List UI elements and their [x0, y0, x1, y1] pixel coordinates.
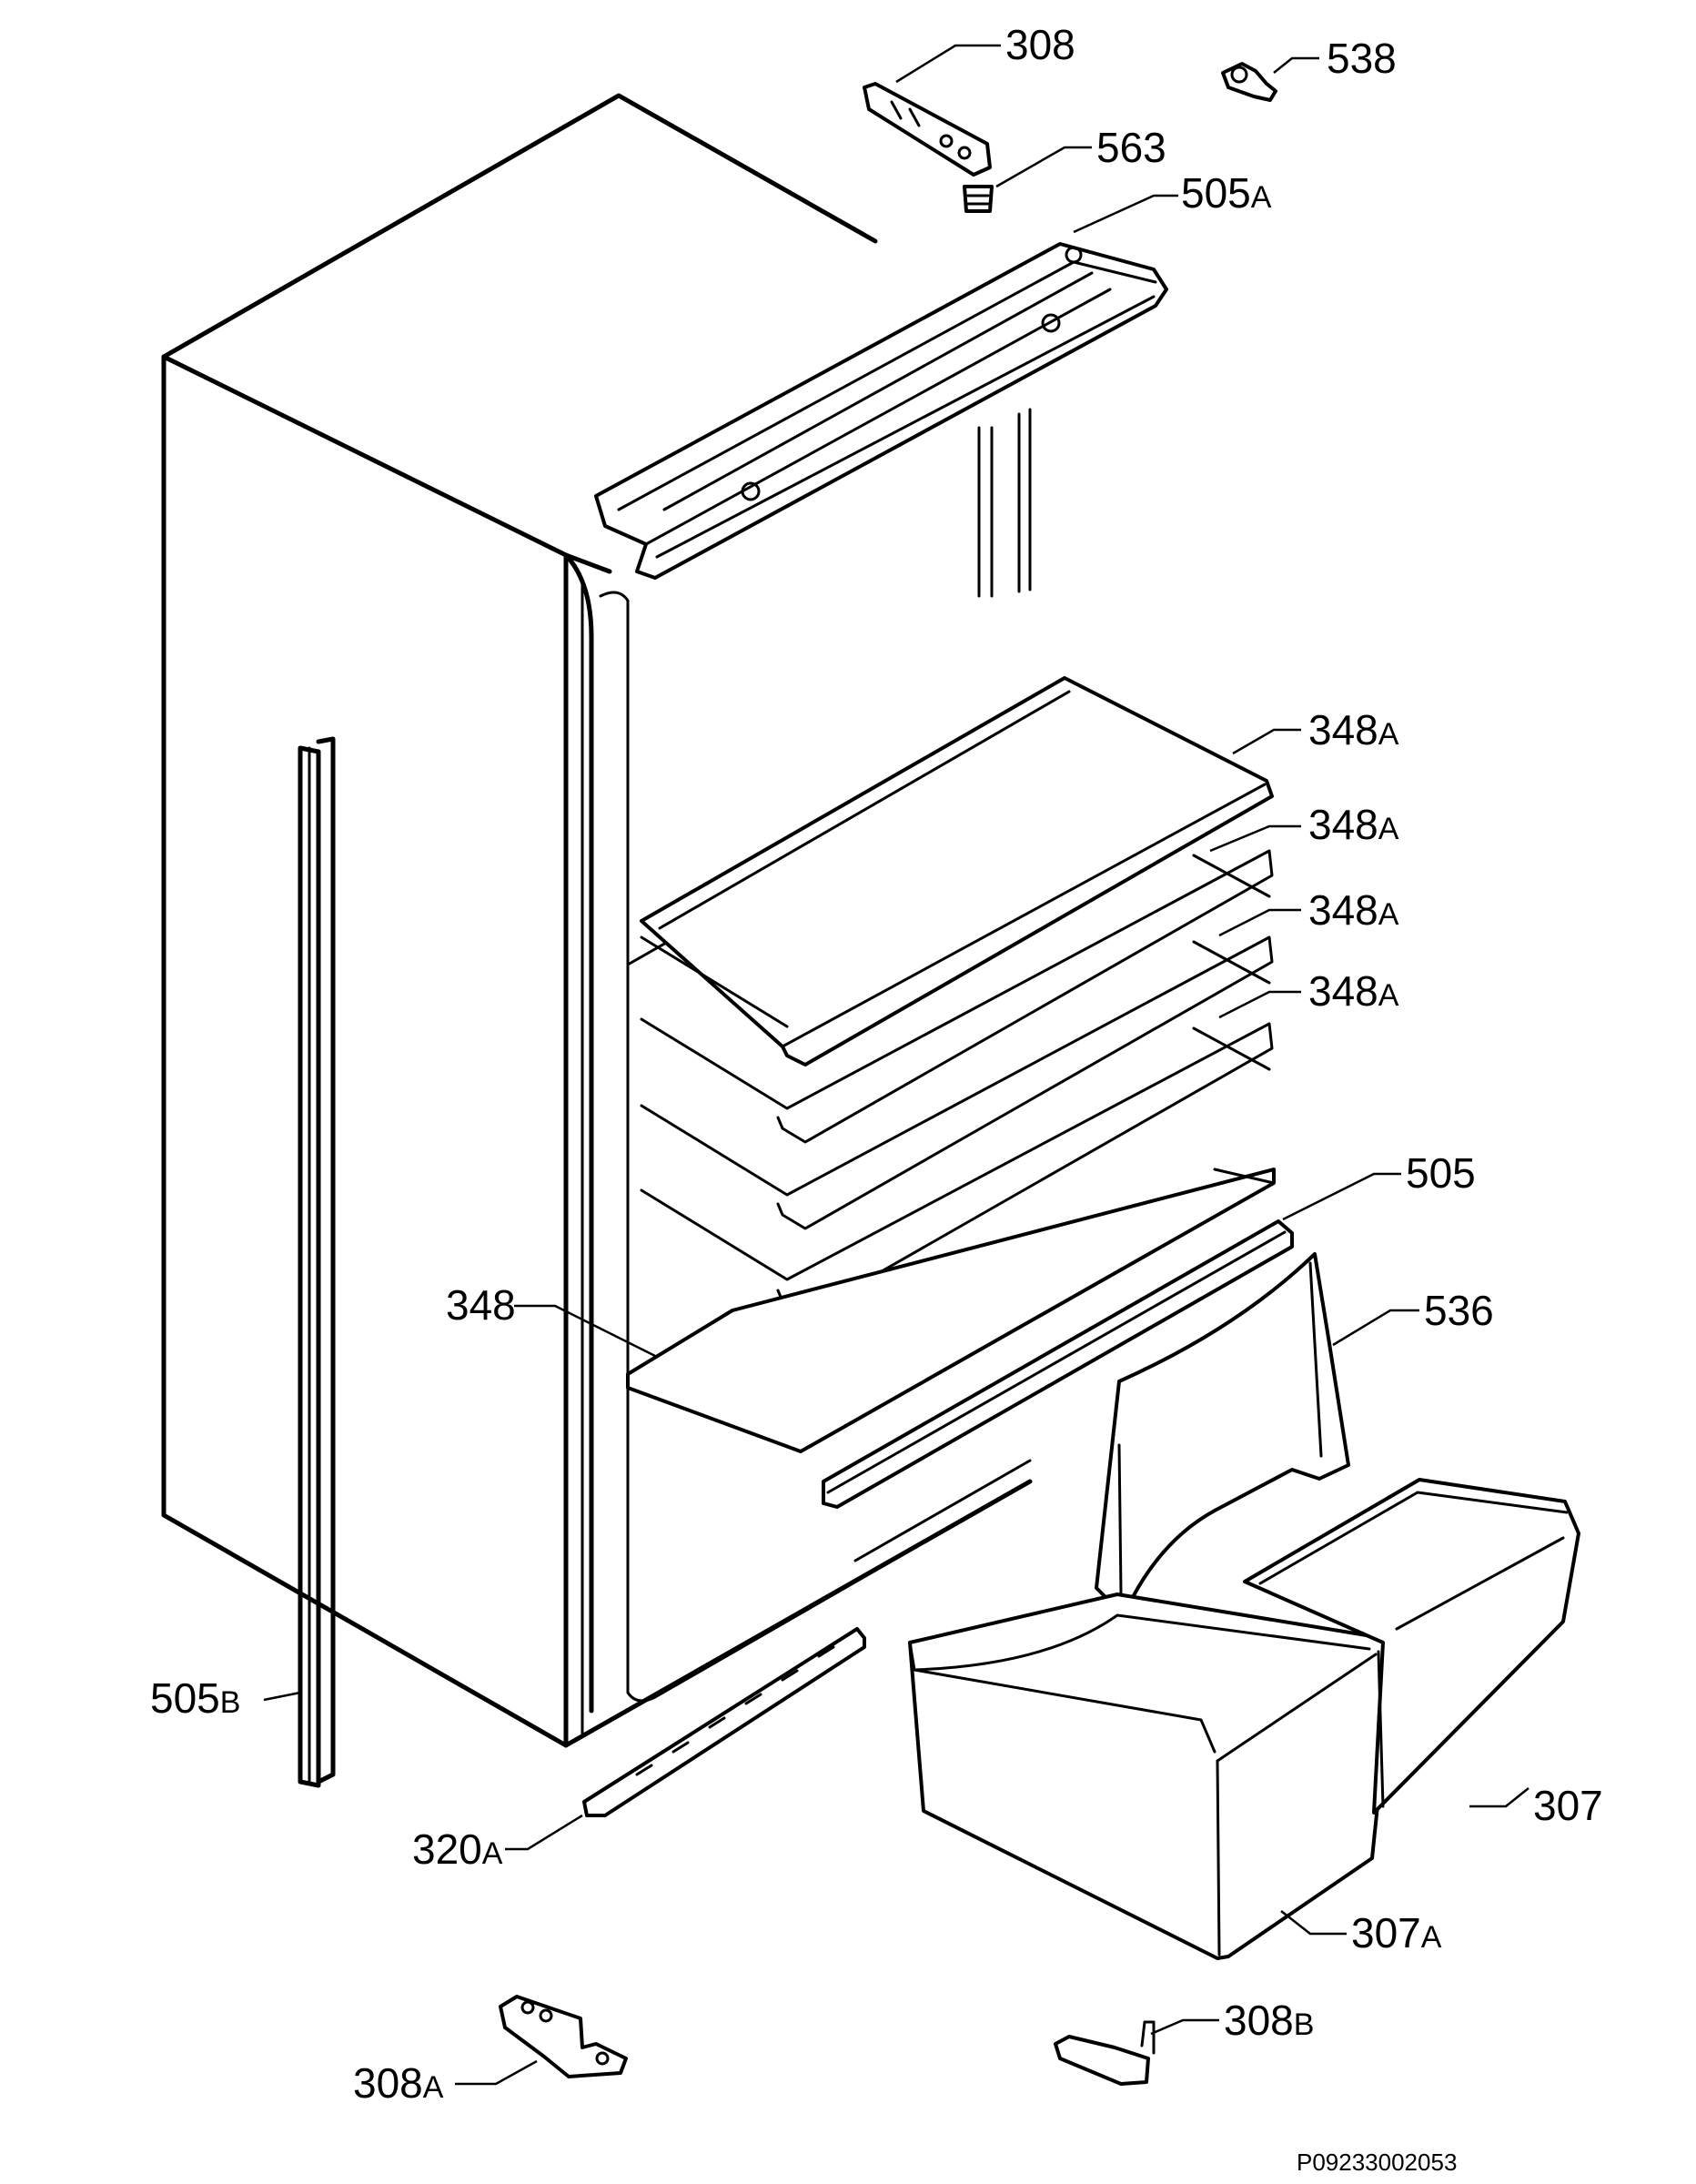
door-bin-307: [1243, 1478, 1580, 1815]
document-id: P09233002053: [1297, 2149, 1457, 2176]
glass-shelf-348: [626, 1168, 1276, 1453]
door-seal-505b: [298, 736, 336, 1788]
seal-strip-505: [822, 1219, 1294, 1509]
hinge-308b: [1054, 2020, 1156, 2086]
label-505: 505: [1406, 1149, 1476, 1197]
vent-grille-320a: [582, 1627, 866, 1817]
label-348a-4: 348A: [1308, 967, 1399, 1015]
glass-shelf-348a-1: [640, 676, 1274, 1067]
callout-labels: 308 538 563 505A 348A 348A 348A 348A 505…: [150, 21, 1603, 2107]
leader-lines: [263, 44, 1529, 2086]
label-308b: 308B: [1224, 1997, 1314, 2044]
label-307: 307: [1533, 1782, 1603, 1829]
label-348: 348: [446, 1281, 516, 1329]
label-538: 538: [1327, 35, 1397, 82]
label-320a: 320A: [412, 1825, 503, 1873]
top-hinge-308: [863, 82, 992, 177]
bottom-hinge-308a: [499, 1995, 628, 2078]
label-348a-3: 348A: [1308, 886, 1399, 934]
label-308: 308: [1005, 21, 1075, 68]
label-505a: 505A: [1181, 169, 1272, 217]
glass-shelf-348a-3: [640, 935, 1274, 1230]
label-308a: 308A: [353, 2059, 444, 2107]
hinge-pin-563: [963, 185, 994, 213]
top-rail-505a: [594, 242, 1168, 580]
label-307a: 307A: [1351, 1909, 1442, 1956]
label-563: 563: [1096, 124, 1166, 171]
door-bin-307a: [908, 1592, 1394, 1960]
divider-536: [1095, 1252, 1350, 1605]
cabinet-body: [161, 93, 1033, 1748]
label-348a-1: 348A: [1308, 706, 1399, 753]
label-536: 536: [1424, 1287, 1494, 1334]
label-505b: 505B: [150, 1674, 240, 1722]
glass-shelf-348a-2: [640, 849, 1274, 1144]
cap-538: [1221, 62, 1277, 102]
label-348a-2: 348A: [1308, 801, 1399, 848]
